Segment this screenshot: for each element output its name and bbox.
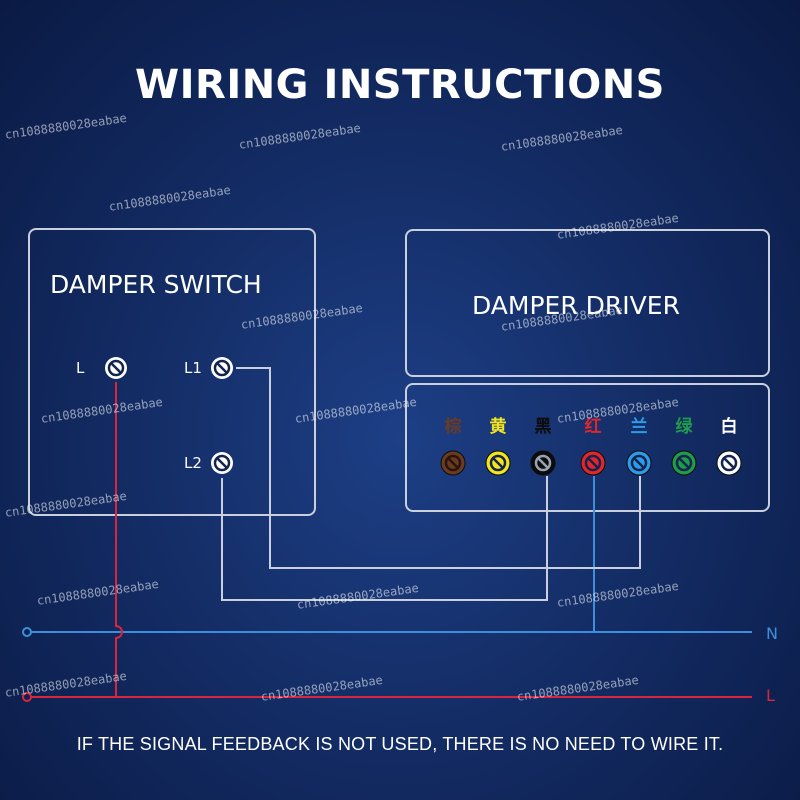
live-line-label: L [766,686,775,705]
driver-terminal-yellow-screw [485,450,511,476]
color-label-white: 白 [720,417,738,437]
color-label-yellow: 黄 [489,417,507,437]
driver-terminal-red-screw [580,450,606,476]
wire-switch-l-to-live [115,382,123,697]
color-label-brown: 棕 [444,417,462,437]
damper-driver-box [405,229,770,377]
damper-switch-title: DAMPER SWITCH [50,270,262,299]
terminal-label-l: L [76,359,85,377]
driver-terminal-green-screw [671,450,697,476]
color-label-green: 绿 [675,417,693,437]
page-title: WIRING INSTRUCTIONS [135,62,665,108]
driver-terminal-white-screw [716,450,742,476]
driver-terminal-brown-screw [440,450,466,476]
damper-driver-title: DAMPER DRIVER [472,291,680,320]
color-label-black: 黑 [534,417,552,437]
switch-terminal-l1-screw [211,357,233,379]
color-label-red: 红 [584,417,602,437]
neutral-line-start-dot [22,627,32,637]
neutral-line-label: N [766,624,778,643]
terminal-label-l2: L2 [184,454,202,472]
live-line-start-dot [22,692,32,702]
damper-driver-terminal-box [405,383,770,512]
switch-terminal-l-screw [105,357,127,379]
driver-terminal-blue-screw [626,450,652,476]
switch-terminal-l2-screw [211,452,233,474]
driver-terminal-black-screw [530,450,556,476]
terminal-label-l1: L1 [184,359,202,377]
color-label-blue: 兰 [630,417,648,437]
wire-l2-to-driver [221,476,548,601]
damper-switch-box [28,228,316,516]
footer-note: IF THE SIGNAL FEEDBACK IS NOT USED, THER… [76,734,724,754]
wire-l1-to-driver [236,367,641,569]
